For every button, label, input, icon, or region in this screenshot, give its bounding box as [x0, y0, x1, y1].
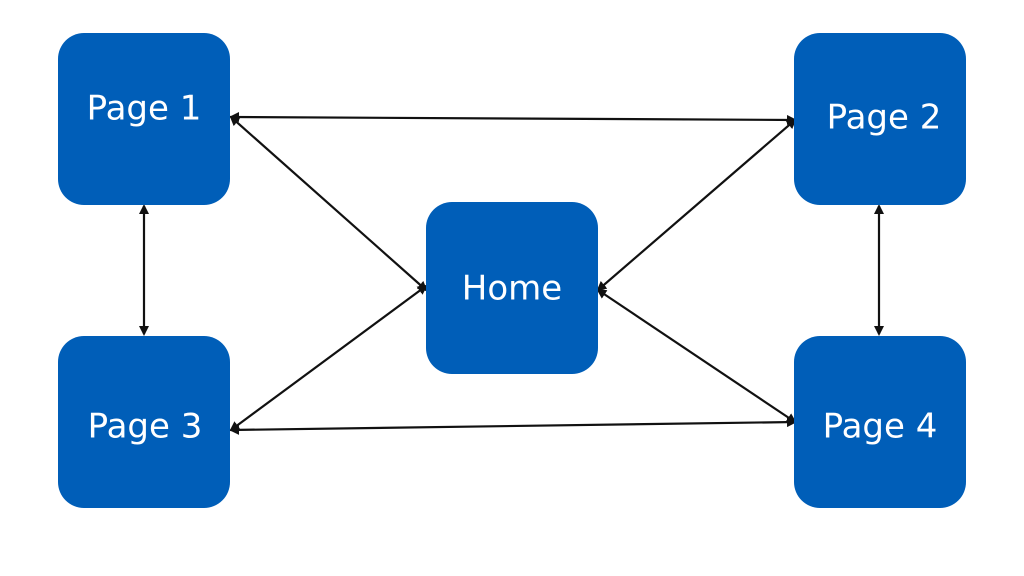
- edge-page3-home: [229, 284, 428, 432]
- edge-page3-page4: [229, 417, 797, 435]
- node-page4-label: Page 4: [823, 407, 938, 447]
- node-page1: Page 1: [58, 33, 230, 205]
- node-page2-label: Page 2: [827, 98, 942, 138]
- edge-home-page4: [596, 288, 797, 424]
- connector-lines: [139, 112, 884, 435]
- node-page4-box: [794, 336, 966, 508]
- edge-page2-home: [596, 118, 797, 292]
- node-home-box: [426, 202, 598, 374]
- node-page2-box: [794, 33, 966, 205]
- node-page4: Page 4: [794, 336, 966, 508]
- node-home-label: Home: [462, 269, 562, 309]
- node-page3-box: [58, 336, 230, 508]
- node-page2: Page 2: [794, 33, 966, 205]
- node-page1-box: [58, 33, 230, 205]
- node-page1-label: Page 1: [87, 89, 202, 129]
- node-page3: Page 3: [58, 336, 230, 508]
- edge-page1-home: [229, 115, 428, 292]
- node-home: Home: [426, 202, 598, 374]
- node-page3-label: Page 3: [88, 407, 203, 447]
- edge-page1-page2: [229, 112, 797, 125]
